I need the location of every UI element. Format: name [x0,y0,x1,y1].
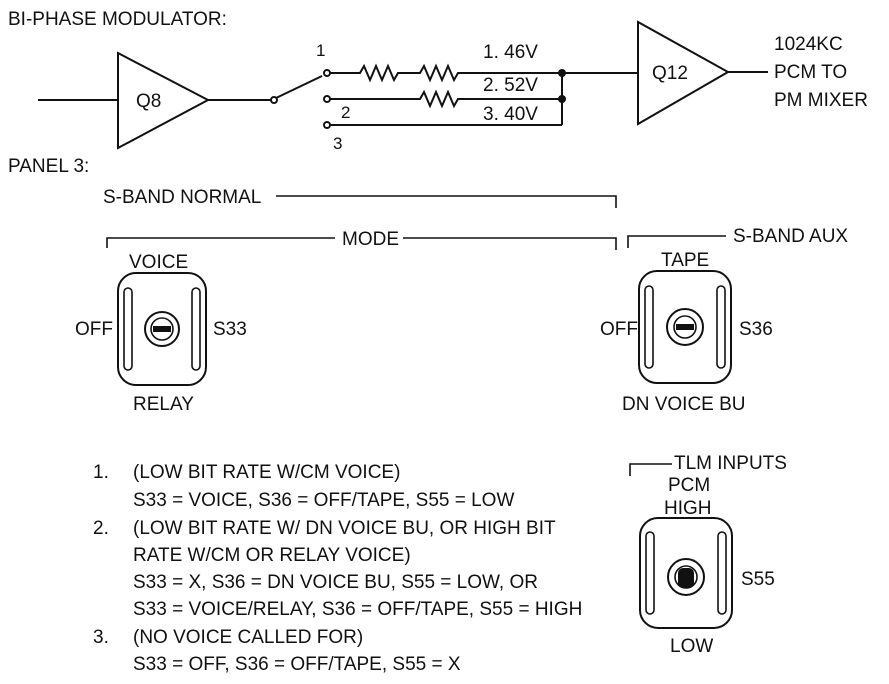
mode-bracket-left [106,237,335,248]
s33-right-guard [191,287,201,371]
note-1-number: 1. [93,462,109,483]
s36-switch-plate [638,270,732,384]
amplifier-q12 [637,20,731,126]
s-band-aux-label: S-BAND AUX [733,226,848,247]
s33-top-label: VOICE [129,252,188,273]
amplifier-q12-label: Q12 [652,63,688,84]
panel-title: PANEL 3: [8,156,89,177]
switch-contact-2 [323,95,331,103]
junction-dot-2 [558,95,566,103]
modulator-title: BI-PHASE MODULATOR: [8,9,227,30]
mode-label: MODE [342,229,399,250]
s36-left-guard [644,285,654,369]
switch-position-1: 1 [316,41,325,60]
voltage-label-3: 3. 40V [483,104,538,125]
amplifier-q8-label: Q8 [136,91,161,112]
s55-toggle-switch[interactable] [667,558,705,596]
s-band-normal-label: S-BAND NORMAL [103,187,261,208]
s36-id-label: S36 [739,319,773,340]
note-3-number: 3. [93,627,109,648]
s33-toggle-switch[interactable] [144,311,180,347]
s55-switch-plate [639,517,733,629]
output-label-line1: 1024KC [774,34,843,55]
resistor-path-1 [330,63,562,83]
voltage-label-1: 1. 46V [483,42,538,63]
switch-contact-3 [323,121,331,129]
s33-left-label: OFF [75,319,113,340]
output-label-line3: PM MIXER [774,90,868,111]
mode-bracket-right [403,237,617,250]
s36-bottom-label: DN VOICE BU [622,394,746,415]
note-2-line-4: S33 = VOICE/RELAY, S36 = OFF/TAPE, S55 =… [133,599,582,620]
switch-contact-1 [323,69,331,77]
s55-bottom-label: LOW [670,636,713,657]
resistor-path-2 [330,89,562,109]
s36-right-guard [716,285,726,369]
notes-block: 1. (LOW BIT RATE W/CM VOICE) S33 = VOICE… [93,462,582,675]
s-band-normal-bracket [276,195,617,208]
s33-id-label: S33 [213,319,247,340]
s55-right-guard [717,531,727,615]
note-2-line-3: S33 = X, S36 = DN VOICE BU, S55 = LOW, O… [133,572,538,593]
note-2-number: 2. [93,518,109,539]
note-3-line-1: (NO VOICE CALLED FOR) [133,627,363,648]
s33-left-guard [123,287,133,371]
note-2-line-2: RATE W/CM OR RELAY VOICE) [133,545,411,566]
amplifier-q8 [117,51,211,150]
s33-bottom-label: RELAY [133,394,194,415]
note-2-line-1: (LOW BIT RATE W/ DN VOICE BU, OR HIGH BI… [133,518,556,539]
switch-position-2: 2 [341,103,350,122]
voltage-label-2: 2. 52V [483,75,538,96]
s55-top-label-1: PCM [668,475,710,496]
tlm-inputs-bracket [629,463,672,476]
note-1-line-2: S33 = VOICE, S36 = OFF/TAPE, S55 = LOW [133,490,514,511]
tlm-inputs-label: TLM INPUTS [674,453,787,474]
switch-position-3: 3 [333,134,342,153]
switch-pivot [270,96,278,104]
s55-top-label-2: HIGH [664,498,712,519]
s36-left-label: OFF [600,319,638,340]
switch-arm [275,75,323,99]
note-3-line-2: S33 = OFF, S36 = OFF/TAPE, S55 = X [133,654,461,675]
s-band-aux-bracket [627,235,726,248]
output-label-line2: PCM TO [774,62,847,83]
s36-top-label: TAPE [661,250,709,271]
s36-toggle-switch[interactable] [666,308,704,346]
s33-switch-plate [117,272,207,386]
s55-id-label: S55 [741,569,775,590]
s55-left-guard [645,531,655,615]
note-1-line-1: (LOW BIT RATE W/CM VOICE) [133,462,400,483]
